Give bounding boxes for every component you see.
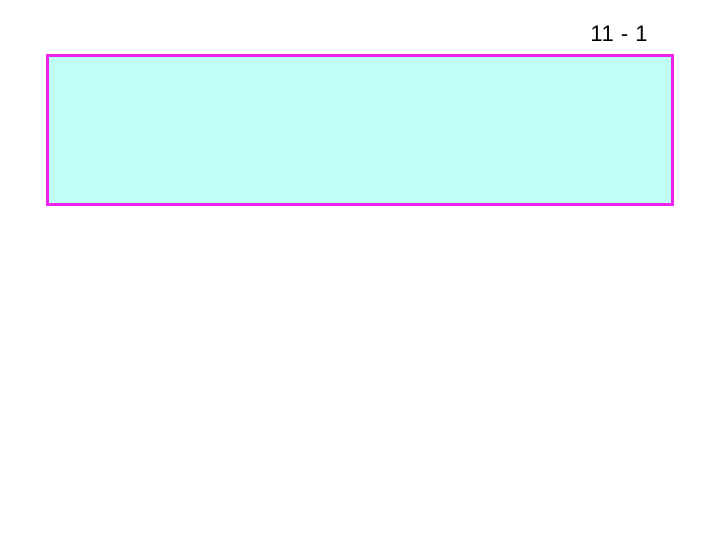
title-box — [46, 54, 674, 206]
page-number: 11 - 1 — [590, 21, 648, 46]
